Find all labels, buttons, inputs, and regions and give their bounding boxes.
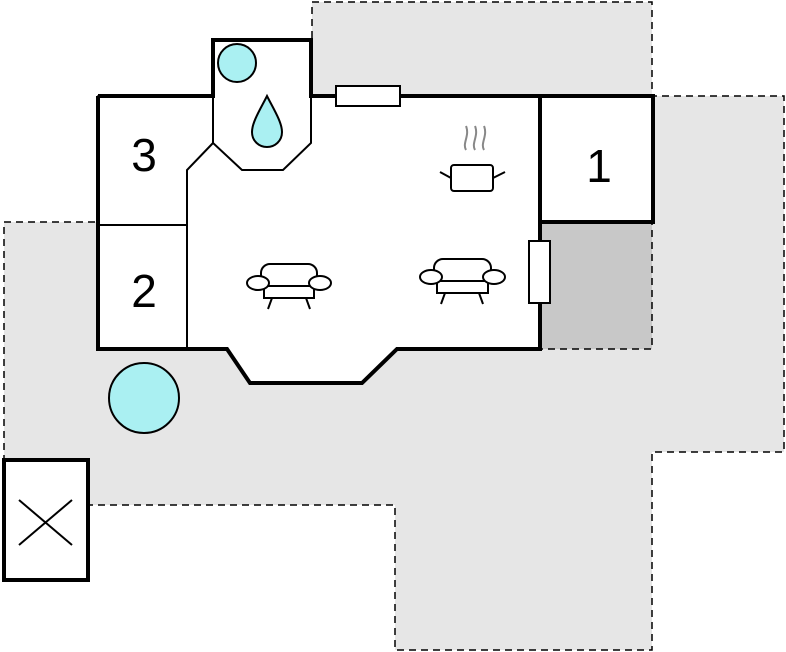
room-1 [538, 94, 655, 224]
sofa-icon [419, 258, 506, 305]
room-label-3: 3 [131, 129, 157, 181]
house-floor [98, 40, 540, 383]
window-right [528, 240, 551, 304]
shower-icon [217, 43, 257, 83]
covered-terrace [539, 221, 653, 350]
water-drop-icon [250, 93, 284, 149]
cooking-pot-icon [439, 125, 506, 192]
room-label-2: 2 [131, 265, 157, 317]
pool-icon [108, 362, 180, 434]
interior-walls [98, 96, 312, 349]
parking-icon [2, 458, 90, 582]
room-label-1: 1 [586, 140, 612, 192]
sofa-icon [246, 263, 332, 310]
window-top [335, 85, 401, 107]
